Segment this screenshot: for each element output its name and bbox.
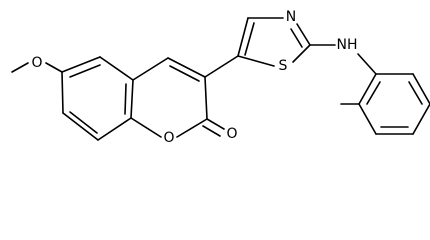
bond-c8-c7 [62, 112, 99, 141]
bond-ph2-ph3 [412, 73, 430, 105]
thiazole-sulfur-label: S [279, 58, 288, 74]
amine-label: NH [337, 37, 358, 53]
bond-c7-c6 [61, 71, 64, 114]
carbonyl-group [202, 118, 225, 137]
bond-c8a-c8 [97, 117, 132, 141]
bond-c3-c5thz [204, 55, 239, 78]
bond-c5-c4a [99, 56, 134, 81]
amine-linker [309, 44, 377, 75]
bond-o1-c8a [130, 117, 162, 138]
bond-c8-c7-inner [69, 111, 98, 134]
bond-c2-o1 [176, 118, 208, 138]
benzo-ring [61, 56, 134, 141]
bond-c4a-c8a-inner [124, 83, 127, 115]
methoxy-oxygen-label: O [31, 55, 42, 71]
bond-c4-c3 [167, 57, 206, 78]
bond-ph6-ph1-inner [366, 81, 381, 105]
bond-ph3-ph4 [412, 103, 430, 135]
bond-c3-c2 [204, 76, 208, 120]
bond-c5-c4thz [237, 17, 249, 57]
bond-c2-o-a [206, 118, 225, 130]
bond-c6-c5 [61, 56, 101, 73]
bond-o-ring [45, 62, 63, 73]
bond-s1-c5thz [237, 55, 275, 67]
lactone-oxygen-label: O [163, 130, 174, 146]
bond-c6-c5-inner [69, 64, 101, 78]
bond-n3-c2thz [296, 23, 311, 46]
bond-ph5-ph6 [358, 103, 377, 135]
thiazole-ring [204, 17, 311, 78]
methoxy-group [11, 62, 63, 73]
carbonyl-oxygen-label: O [226, 126, 237, 142]
bond-nh-phenyl [357, 53, 377, 75]
bond-n3-c2thz-inner [290, 28, 303, 48]
thiazole-nitrogen-label: N [286, 9, 296, 25]
bond-ph6-ph1 [358, 73, 377, 105]
bond-c4-c3-inner [169, 65, 200, 82]
bond-c2-s1thz [292, 44, 311, 63]
pyranone-ring [130, 57, 208, 138]
bond-methyl-o [11, 62, 29, 73]
bond-ph2-ph3-inner [408, 81, 423, 105]
bond-c5-c4thz-inner [244, 22, 255, 56]
bond-c4a-c8a [130, 79, 134, 119]
molecule-structure: O O O N S NH [11, 9, 430, 146]
tolyl-ring [340, 73, 430, 135]
bond-c2-o-b [202, 125, 221, 137]
bond-c4a-c4 [132, 57, 169, 81]
